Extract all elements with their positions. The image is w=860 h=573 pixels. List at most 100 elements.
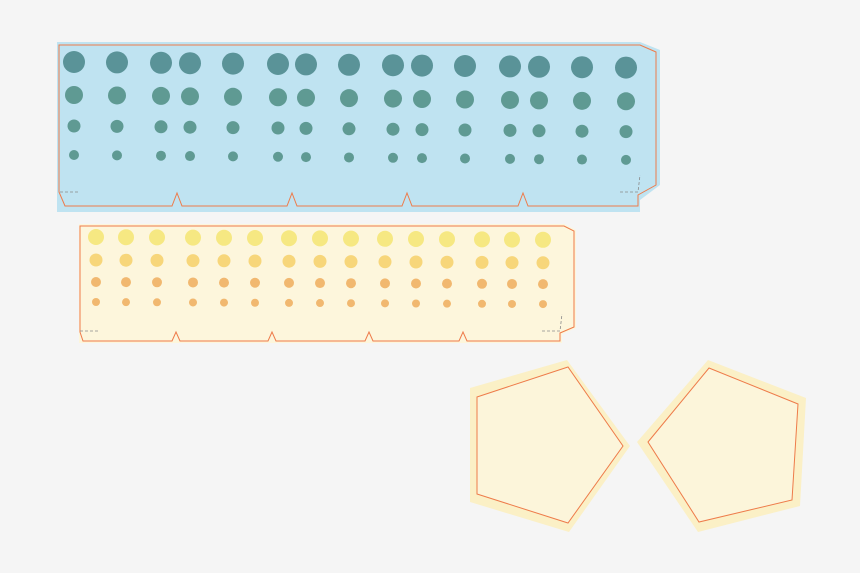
blue-dot: [65, 86, 83, 104]
yellow-dot: [152, 277, 162, 288]
blue-dot: [338, 53, 360, 76]
yellow-dot: [378, 255, 392, 269]
yellow-dot: [185, 229, 201, 246]
yellow-dot: [477, 278, 487, 289]
blue-dot: [621, 154, 631, 165]
yellow-dot: [220, 298, 228, 307]
yellow-dot: [92, 298, 100, 306]
blue-dot: [295, 53, 317, 76]
blue-dot: [222, 52, 244, 75]
blue-dot: [152, 86, 170, 105]
yellow-dot: [153, 298, 161, 307]
pentagon-left-shape: [476, 366, 624, 524]
blue-dot: [575, 124, 589, 138]
blue-dot: [415, 123, 429, 137]
blue-dot: [106, 51, 128, 74]
blue-dot: [573, 91, 591, 110]
yellow-dot: [505, 256, 519, 270]
yellow-dot: [535, 231, 551, 248]
yellow-dot: [381, 299, 389, 308]
blue-dot: [388, 152, 398, 163]
yellow-dot: [250, 277, 260, 288]
yellow-dot: [504, 231, 520, 248]
yellow-dot: [282, 254, 296, 268]
blue-dot: [112, 150, 122, 161]
blue-dot: [458, 123, 472, 137]
yellow-dot: [440, 255, 454, 269]
yellow-dot: [219, 277, 229, 288]
yellow-dot: [119, 253, 133, 267]
blue-dot: [619, 125, 633, 139]
blue-dot: [499, 55, 521, 78]
blue-dot: [67, 119, 81, 133]
yellow-dot: [508, 299, 516, 308]
yellow-dot: [478, 299, 486, 308]
yellow-dot: [188, 277, 198, 288]
blue-dot: [108, 86, 126, 105]
yellow-dot: [443, 299, 451, 308]
yellow-dot: [475, 255, 489, 269]
yellow-dot: [312, 230, 328, 247]
blue-dot: [271, 121, 285, 135]
blue-dot: [530, 91, 548, 110]
yellow-dot: [149, 229, 165, 246]
yellow-dot: [315, 278, 325, 289]
yellow-dot: [150, 253, 164, 267]
blue-dot: [267, 53, 289, 75]
yellow-dot: [474, 231, 490, 248]
blue-dot: [297, 88, 315, 107]
blue-dot: [344, 152, 354, 163]
yellow-dot: [439, 231, 455, 248]
yellow-dot: [281, 230, 297, 247]
blue-dot: [269, 88, 287, 107]
yellow-dot: [539, 300, 547, 309]
blue-dot: [183, 120, 197, 134]
yellow-dot: [251, 298, 259, 307]
yellow-dot: [442, 278, 452, 289]
yellow-dot: [343, 230, 359, 247]
yellow-dot: [186, 254, 200, 268]
yellow-dot: [536, 256, 550, 270]
yellow-dot: [380, 278, 390, 289]
blue-dot: [532, 124, 546, 138]
blue-dot: [69, 150, 79, 160]
blue-dot: [382, 54, 404, 77]
blue-dot: [150, 51, 172, 74]
pentagon-left: [470, 360, 630, 532]
yellow-dot: [313, 254, 327, 268]
yellow-dot: [122, 298, 130, 307]
yellow-dot: [247, 230, 263, 246]
blue-dot: [342, 122, 356, 136]
blue-dot: [456, 90, 474, 109]
blue-dot: [571, 56, 593, 79]
blue-dot: [528, 55, 550, 78]
yellow-dot: [347, 299, 355, 308]
yellow-dot: [217, 254, 231, 268]
yellow-panel-cut-line: [79, 225, 575, 342]
yellow-dot: [412, 299, 420, 308]
yellow-dot: [538, 279, 548, 290]
blue-dot: [503, 123, 517, 137]
blue-dot: [577, 154, 587, 165]
blue-dot: [301, 152, 311, 163]
yellow-panel-fill: [79, 224, 576, 343]
yellow-dot: [344, 255, 358, 269]
blue-dot: [386, 122, 400, 136]
yellow-dot: [507, 278, 517, 289]
blue-dot: [340, 89, 358, 108]
blue-dot: [417, 153, 427, 164]
yellow-dot: [411, 278, 421, 289]
blue-dot: [273, 151, 283, 162]
yellow-dot: [316, 299, 324, 308]
pentagon-right-shape: [647, 367, 799, 523]
blue-dot: [617, 92, 635, 111]
yellow-dot-panel: [79, 224, 576, 343]
yellow-dot: [377, 230, 393, 247]
yellow-dot: [409, 255, 423, 269]
yellow-dot: [189, 298, 197, 307]
blue-dot: [460, 153, 470, 164]
yellow-panel-fold-right: [542, 313, 563, 332]
blue-panel-fold-right: [620, 174, 641, 193]
blue-dot: [154, 120, 168, 134]
